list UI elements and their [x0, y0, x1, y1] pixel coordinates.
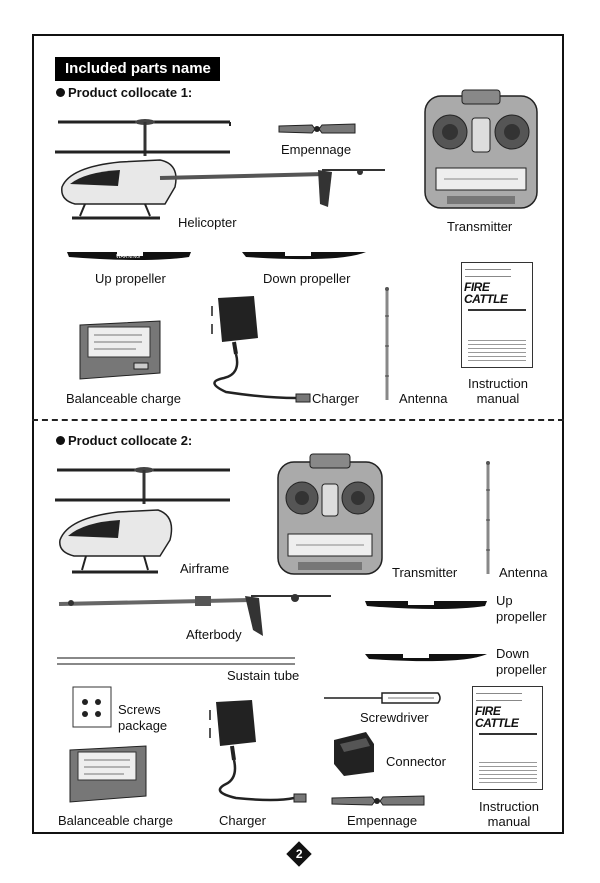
manual-2-text-block: [479, 759, 537, 783]
manual-text-lines: [465, 269, 511, 277]
balanceable-charge-image: [79, 320, 161, 380]
transmitter-2-image: [277, 453, 383, 575]
sustain-tube-image: [57, 657, 295, 665]
empennage-2-image: [331, 795, 425, 806]
down-propeller-label: Down propeller: [263, 271, 351, 286]
antenna-2-image: [486, 461, 490, 574]
instruction-manual-label: Instruction manual: [468, 376, 528, 406]
antenna-label: Antenna: [399, 391, 448, 406]
section-2-heading: Product collocate 2:: [56, 433, 192, 448]
screwdriver-label: Screwdriver: [360, 710, 429, 725]
screwdriver-image: [324, 692, 441, 704]
manual-helicopter-graphic: [468, 309, 526, 325]
up-propeller-2-label: Up propeller: [496, 593, 547, 624]
helicopter-label: Helicopter: [178, 215, 237, 230]
antenna-2-label: Antenna: [499, 565, 548, 580]
connector-label: Connector: [386, 754, 446, 769]
afterbody-label: Afterbody: [186, 627, 242, 642]
page-frame: [32, 34, 564, 834]
up-propeller-label: Up propeller: [95, 271, 166, 286]
down-propeller-2-image: [365, 654, 487, 662]
page-number-badge: 2: [286, 841, 312, 867]
manual-2-helicopter-graphic: [479, 733, 537, 749]
transmitter-2-label: Transmitter: [392, 565, 458, 580]
manual-brand: FIRE CATTLE: [464, 280, 508, 306]
transmitter-label: Transmitter: [447, 219, 513, 234]
section-1-heading: Product collocate 1:: [56, 85, 192, 100]
down-propeller-image: [242, 252, 366, 260]
antenna-image: [385, 287, 389, 400]
airframe-image: [55, 467, 230, 574]
afterbody-image: [58, 594, 331, 636]
up-propeller-warning: WARNING: [116, 254, 140, 260]
bullet-icon: [56, 436, 65, 445]
section-2-heading-text: Product collocate 2:: [68, 433, 193, 448]
charger-2-image: [209, 700, 307, 803]
helicopter-image: [55, 119, 385, 220]
empennage-label: Empennage: [281, 142, 352, 157]
sustain-tube-label: Sustain tube: [227, 668, 300, 683]
empennage-image: [278, 123, 356, 134]
down-propeller-2-label: Down propeller: [496, 646, 547, 677]
airframe-label: Airframe: [180, 561, 230, 576]
charger-2-label: Charger: [219, 813, 266, 828]
page-title: Included parts name: [55, 57, 220, 81]
instruction-manual-2-label: Instruction manual: [479, 799, 539, 829]
transmitter-image: [424, 89, 538, 209]
manual-2-text-lines: [476, 693, 522, 701]
up-propeller-2-image: [365, 601, 487, 609]
page-number: 2: [295, 847, 303, 861]
screws-package-label: Screws package: [118, 702, 168, 733]
instruction-manual-2-image: FIRE CATTLE: [472, 686, 543, 790]
section-divider: [32, 419, 564, 421]
manual-2-brand: FIRE CATTLE: [475, 704, 519, 730]
balanceable-charge-2-image: [69, 745, 147, 803]
bullet-icon: [56, 88, 65, 97]
up-propeller-image: [67, 252, 191, 260]
charger-image: [211, 296, 311, 403]
manual-text-block: [468, 337, 526, 361]
section-1-heading-text: Product collocate 1:: [68, 85, 193, 100]
empennage-2-label: Empennage: [347, 813, 418, 828]
balanceable-charge-2-label: Balanceable charge: [58, 813, 173, 828]
balanceable-charge-label: Balanceable charge: [66, 391, 181, 406]
connector-image: [334, 732, 374, 776]
charger-label: Charger: [312, 391, 359, 406]
instruction-manual-image: FIRE CATTLE: [461, 262, 533, 368]
screws-package-image: [72, 686, 112, 728]
